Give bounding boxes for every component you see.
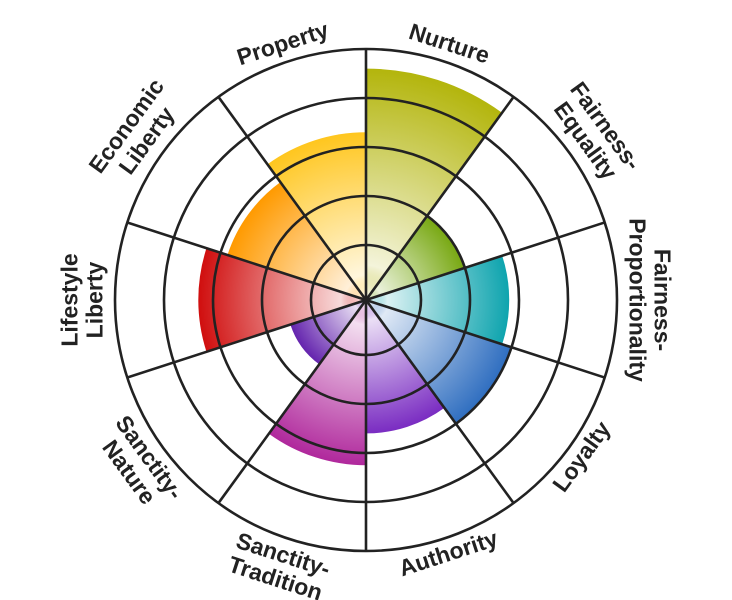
grid-spoke [217,96,368,301]
sector-sanctity-nature [290,300,366,365]
grid [113,47,619,553]
label-nurture: Nurture [406,18,493,68]
category-label: Fairness- [649,249,675,351]
sector-fairness-equality [366,215,465,300]
sector-economic-liberty [227,182,366,300]
grid-spoke [126,298,367,379]
label-fairness-equality: Fairness-Equality [549,77,647,185]
sector-fairness-proportionality [366,255,510,345]
label-fairness-proportionality: Fairness-Proportionality [624,218,675,382]
sector-property [267,132,366,300]
sector-loyalty [366,300,512,424]
grid-spoke [364,299,515,504]
category-label: Liberty [82,261,108,338]
category-label: Lifestyle [57,253,83,346]
grid-spoke [365,221,606,302]
label-authority: Authority [396,525,501,581]
grid-spoke [365,298,606,379]
grid-spoke [126,221,367,302]
grid-spoke [364,96,515,301]
label-sanctity-tradition: Sanctity-Tradition [225,527,333,600]
sector-sanctity-tradition [268,300,366,466]
category-label: Nurture [406,18,493,68]
sector-authority [366,300,445,434]
sector-lifestyle-liberty [198,248,366,352]
center-dot [363,297,369,303]
category-label: Authority [396,525,501,581]
grid-spoke [217,299,368,504]
label-sanctity-nature: Sanctity-Nature [97,410,188,509]
category-label: Proportionality [624,218,650,382]
